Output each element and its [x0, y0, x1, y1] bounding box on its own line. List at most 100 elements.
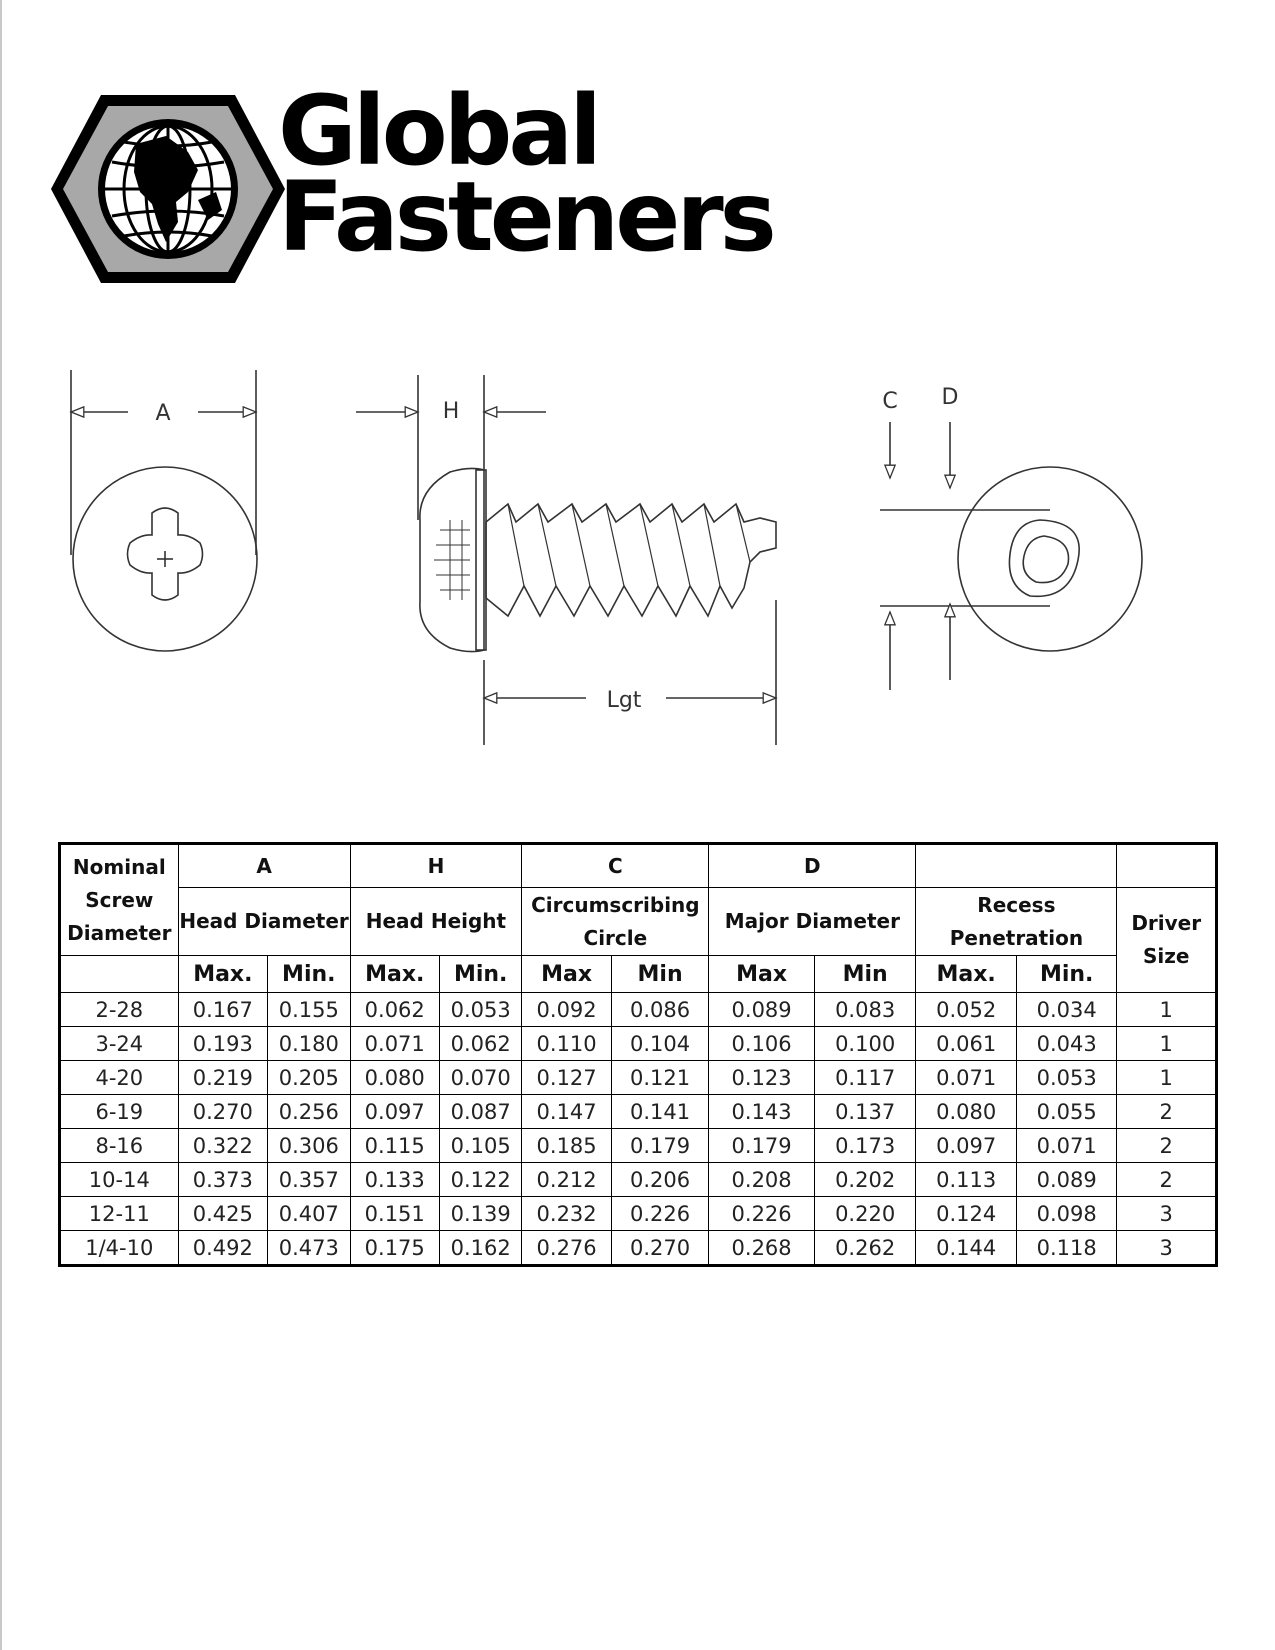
nominal-size-cell: 8-16: [59, 1128, 179, 1163]
col-letter-driver: [1116, 843, 1217, 888]
subheader-cell: Min: [610, 955, 710, 993]
subheader-cell: Min.: [1015, 955, 1118, 993]
table-cell: 0.212: [521, 1162, 612, 1197]
table-cell: 0.357: [267, 1162, 351, 1197]
nominal-size-cell: 1/4-10: [59, 1230, 179, 1266]
table-cell: 1: [1116, 1026, 1217, 1061]
table-cell: 0.322: [177, 1128, 269, 1163]
table-cell: 0.089: [708, 992, 815, 1027]
table-cell: 0.173: [813, 1128, 917, 1163]
group-head-height: Head Height: [349, 887, 523, 956]
nominal-diameter-header: Nominal Screw Diameter: [59, 843, 179, 956]
nominal-size-cell: 4-20: [59, 1060, 179, 1095]
table-cell: 0.226: [708, 1196, 815, 1231]
table-cell: 0.232: [521, 1196, 612, 1231]
table-cell: 0.162: [438, 1230, 523, 1266]
nominal-size-cell: 10-14: [59, 1162, 179, 1197]
col-letter-a: A: [177, 843, 351, 888]
table-cell: 0.180: [267, 1026, 351, 1061]
group-major-diameter: Major Diameter: [708, 887, 917, 956]
brand-name: Global Fasteners: [278, 75, 777, 265]
table-cell: 0.206: [610, 1162, 710, 1197]
letter-header-row: Nominal Screw Diameter A H C D: [59, 843, 1217, 956]
table-cell: 0.425: [177, 1196, 269, 1231]
dim-label-lgt: Lgt: [607, 688, 642, 713]
table-cell: 0.071: [915, 1060, 1017, 1095]
table-cell: 0.106: [708, 1026, 815, 1061]
blank-subheader: [59, 955, 179, 993]
table-cell: 0.205: [267, 1060, 351, 1095]
nominal-size-cell: 2-28: [59, 992, 179, 1027]
table-cell: 0.144: [915, 1230, 1017, 1266]
table-cell: 1: [1116, 1060, 1217, 1095]
table-cell: 0.071: [1015, 1128, 1118, 1163]
table-cell: 0.070: [438, 1060, 523, 1095]
table-cell: 0.089: [1015, 1162, 1118, 1197]
table-cell: 0.062: [438, 1026, 523, 1061]
table-cell: 0.034: [1015, 992, 1118, 1027]
table-cell: 0.268: [708, 1230, 815, 1266]
table-cell: 3: [1116, 1230, 1217, 1266]
table-cell: 0.147: [521, 1094, 612, 1129]
table-cell: 0.092: [521, 992, 612, 1027]
group-recess-penetration: Recess Penetration: [915, 887, 1118, 956]
table-cell: 0.117: [813, 1060, 917, 1095]
group-circumscribing-circle: Circumscribing Circle: [521, 887, 710, 956]
table-cell: 0.262: [813, 1230, 917, 1266]
table-cell: 0.179: [610, 1128, 710, 1163]
table-cell: 0.270: [610, 1230, 710, 1266]
subheader-cell: Min.: [438, 955, 523, 993]
table-cell: 0.256: [267, 1094, 351, 1129]
table-cell: 0.473: [267, 1230, 351, 1266]
subheader-cell: Max: [708, 955, 815, 993]
table-cell: 0.071: [349, 1026, 440, 1061]
table-cell: 0.113: [915, 1162, 1017, 1197]
table-cell: 0.062: [349, 992, 440, 1027]
table-cell: 0.179: [708, 1128, 815, 1163]
table-cell: 0.124: [915, 1196, 1017, 1231]
table-cell: 0.276: [521, 1230, 612, 1266]
table-cell: 0.123: [708, 1060, 815, 1095]
table-cell: 0.104: [610, 1026, 710, 1061]
table-cell: 0.151: [349, 1196, 440, 1231]
col-letter-recess: [915, 843, 1118, 888]
table-cell: 0.175: [349, 1230, 440, 1266]
table-cell: 0.053: [438, 992, 523, 1027]
screw-technical-drawing: A H C D Lgt: [69, 370, 1143, 745]
table-cell: 0.097: [349, 1094, 440, 1129]
table-cell: 0.061: [915, 1026, 1017, 1061]
table-cell: 2: [1116, 1094, 1217, 1129]
table-cell: 0.143: [708, 1094, 815, 1129]
table-cell: 0.220: [813, 1196, 917, 1231]
table-cell: 0.137: [813, 1094, 917, 1129]
globe-hex-logo-icon: [51, 95, 285, 283]
table-cell: 3: [1116, 1196, 1217, 1231]
subheader-cell: Max.: [915, 955, 1017, 993]
table-cell: 0.055: [1015, 1094, 1118, 1129]
table-cell: 0.139: [438, 1196, 523, 1231]
table-cell: 0.226: [610, 1196, 710, 1231]
col-letter-d: D: [708, 843, 917, 888]
table-cell: 0.098: [1015, 1196, 1118, 1231]
table-cell: 0.080: [349, 1060, 440, 1095]
table-cell: 0.121: [610, 1060, 710, 1095]
table-cell: 0.110: [521, 1026, 612, 1061]
nominal-size-cell: 6-19: [59, 1094, 179, 1129]
table-cell: 0.100: [813, 1026, 917, 1061]
brand-line-1: Global: [278, 75, 602, 187]
table-cell: 0.087: [438, 1094, 523, 1129]
group-header-row: Head Diameter Head Height Circumscribing…: [60, 887, 1217, 993]
subheader-cell: Min.: [267, 955, 351, 993]
col-letter-h: H: [349, 843, 523, 888]
table-cell: 0.193: [177, 1026, 269, 1061]
screw-dimensions-table: Nominal Screw Diameter A H C D Head Diam…: [58, 842, 1218, 1267]
table-cell: 0.167: [177, 992, 269, 1027]
table-cell: 0.053: [1015, 1060, 1118, 1095]
table-cell: 0.105: [438, 1128, 523, 1163]
